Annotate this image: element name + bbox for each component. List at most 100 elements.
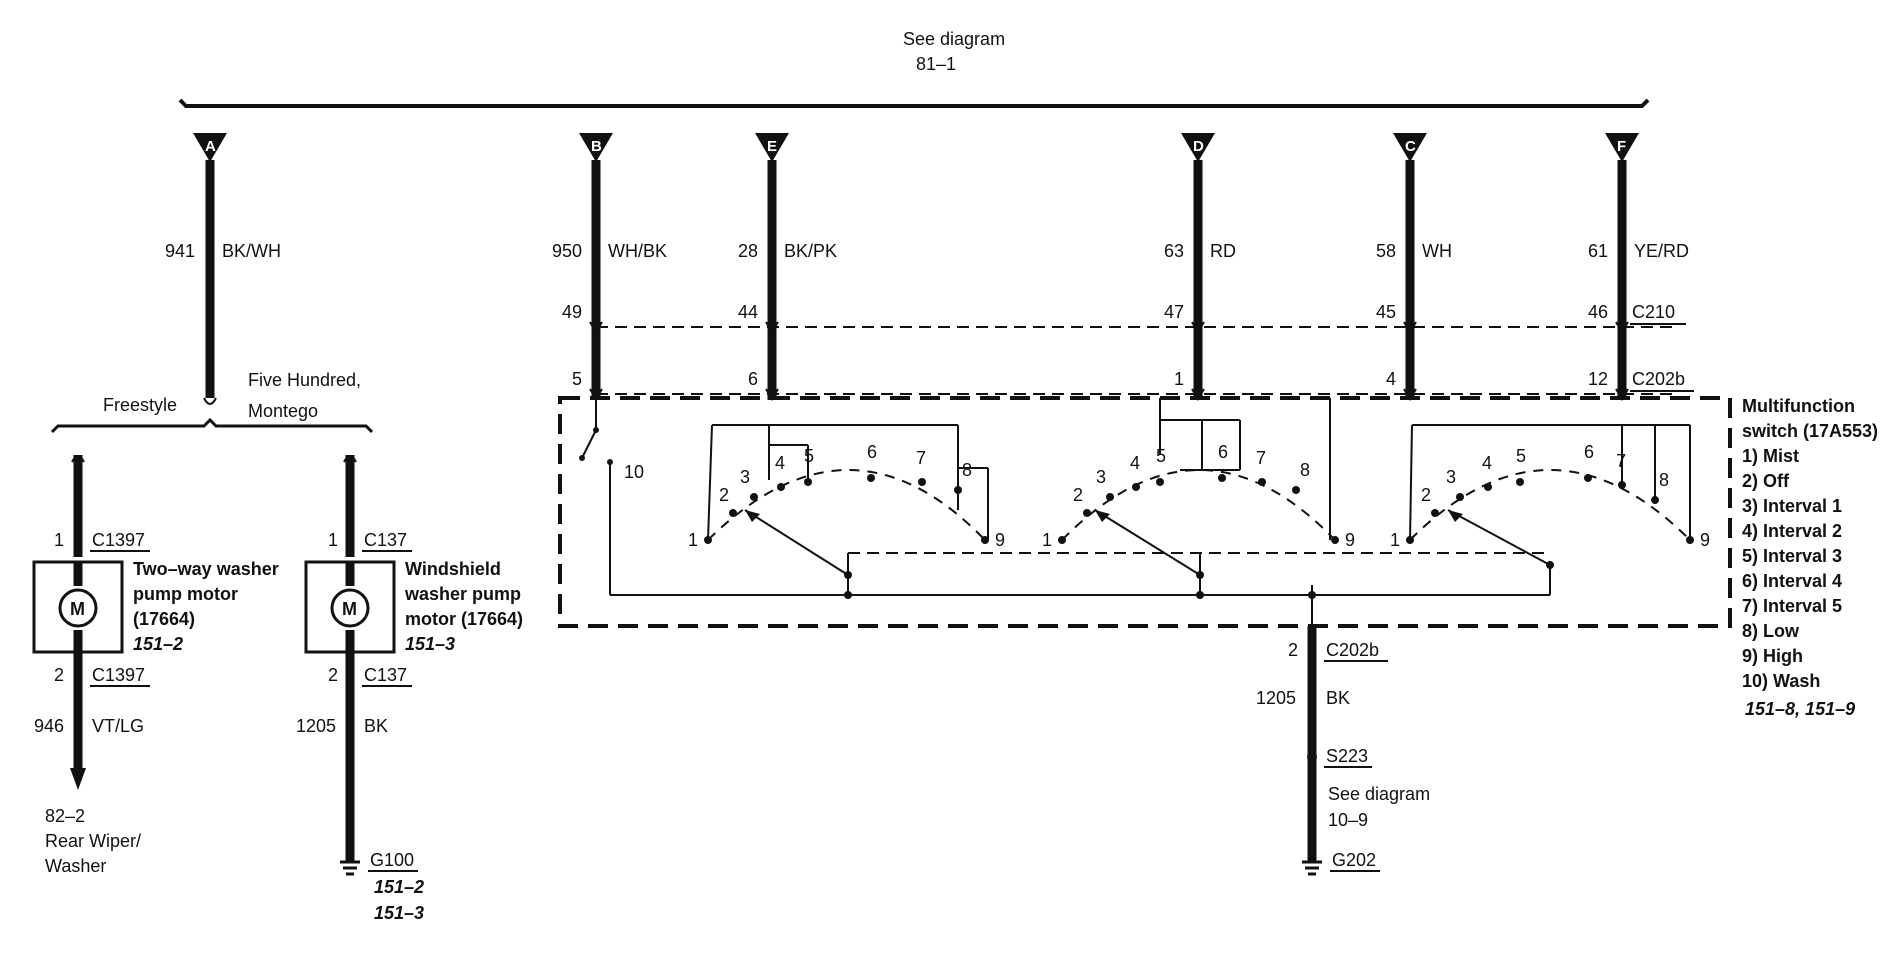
splice-s223-dot	[1307, 752, 1317, 762]
rear-pin-bottom: 2	[54, 665, 64, 685]
split-freestyle: Freestyle	[103, 395, 177, 415]
rear-conn-top: C1397	[92, 530, 145, 550]
g1-contact-8	[954, 486, 962, 494]
g2-pos-5: 5	[1156, 446, 1166, 466]
terminal-a-flag	[193, 133, 227, 162]
ws-pin-top: 1	[328, 530, 338, 550]
g1-pos-3: 3	[740, 467, 750, 487]
wire-950-circuit: 950	[552, 241, 582, 261]
split-montego: Montego	[248, 401, 318, 421]
wire-break	[203, 397, 217, 405]
arc-group-3	[1409, 469, 1691, 541]
g2-blade-arrow	[1095, 510, 1110, 522]
pin-c202b-1: 1	[1174, 369, 1184, 389]
g3-pos-4: 4	[1482, 453, 1492, 473]
gout-circuit: 1205	[1256, 688, 1296, 708]
legend-item-2: 2) Off	[1742, 471, 1790, 491]
terminal-c-flag	[1393, 133, 1427, 162]
g2-pos-2: 2	[1073, 485, 1083, 505]
terminal-f-flag	[1605, 133, 1639, 162]
g2-contact-8	[1292, 486, 1300, 494]
legend-item-1: 1) Mist	[1742, 446, 1799, 466]
gout-pin: 2	[1288, 640, 1298, 660]
pin-c202b-4: 4	[1386, 369, 1396, 389]
ws-motor-ref: 151–3	[405, 634, 455, 654]
pin-c202b-5: 5	[572, 369, 582, 389]
ground-g100-icon	[340, 860, 360, 876]
g2-blade-node	[1196, 571, 1204, 579]
g3-contact-7	[1618, 481, 1626, 489]
legend-item-6: 6) Interval 4	[1742, 571, 1842, 591]
gout-ref2: 10–9	[1328, 810, 1368, 830]
g1-contact-5	[804, 478, 812, 486]
g1-pos-4: 4	[775, 453, 785, 473]
switch-ground-circuit: 2 C202b 1205 BK S223 See diagram 10–9 G2…	[1256, 585, 1430, 876]
gout-conn: C202b	[1326, 640, 1379, 660]
g2-wiper-blade	[1094, 509, 1201, 576]
g1-lead	[707, 424, 713, 541]
c210-mark-c	[1403, 321, 1417, 334]
gout-ground: G202	[1332, 850, 1376, 870]
ws-gref1: 151–2	[374, 877, 424, 897]
terminal-e-flag	[755, 133, 789, 162]
legend-item-4: 4) Interval 2	[1742, 521, 1842, 541]
switch-refs: 151–8, 151–9	[1745, 699, 1855, 719]
legend-item-8: 8) Low	[1742, 621, 1800, 641]
g3-blade-node	[1546, 561, 1554, 569]
wire-58-color: WH	[1422, 241, 1452, 261]
split-five-hundred: Five Hundred,	[248, 370, 361, 390]
g2-contact-7	[1258, 478, 1266, 486]
g2-bus-node	[1196, 591, 1204, 599]
rear-motor-name3: (17664)	[133, 609, 195, 629]
rear-pin-top: 1	[54, 530, 64, 550]
switch-ground-node	[1308, 591, 1316, 599]
g2-contact-3	[1106, 493, 1114, 501]
legend-item-9: 9) High	[1742, 646, 1803, 666]
pin-c210-47: 47	[1164, 302, 1184, 322]
top-ref-line1: See diagram	[903, 29, 1005, 49]
c210-mark-f	[1615, 321, 1629, 334]
ws-motor-name3: motor (17664)	[405, 609, 523, 629]
top-bus	[178, 98, 1650, 108]
g3-contact-3	[1456, 493, 1464, 501]
wire-946-circuit: 946	[34, 716, 64, 736]
pin-c210-44: 44	[738, 302, 758, 322]
g1-contact-3	[750, 493, 758, 501]
g1-pos-9: 9	[995, 530, 1005, 550]
wire-1205-ws-color: BK	[364, 716, 388, 736]
gout-color: BK	[1326, 688, 1350, 708]
wire-941-circuit: 941	[165, 241, 195, 261]
switch-title2: switch (17A553)	[1742, 421, 1878, 441]
windshield-washer-circuit: 1 C137 M Windshield washer pump motor (1…	[296, 455, 523, 923]
split-bus	[50, 417, 374, 434]
ws-motor-symbol	[330, 588, 370, 628]
wire-63-color: RD	[1210, 241, 1236, 261]
g1-contact-4	[777, 483, 785, 491]
gout-splice: S223	[1326, 746, 1368, 766]
g1-pos-1: 1	[688, 530, 698, 550]
g2-contact-4	[1132, 483, 1140, 491]
g2-pos-9: 9	[1345, 530, 1355, 550]
wire-58-circuit: 58	[1376, 241, 1396, 261]
connector-c210: C210	[1632, 302, 1675, 322]
g3-lead	[1409, 424, 1413, 541]
g1-contact-1	[704, 536, 712, 544]
rear-arrow-icon	[70, 768, 86, 790]
g1-wiper-blade	[744, 509, 849, 576]
g3-contact-2	[1431, 509, 1439, 517]
ws-gref2: 151–3	[374, 903, 424, 923]
rear-motor-name1: Two–way washer	[133, 559, 279, 579]
g3-pos-1: 1	[1390, 530, 1400, 550]
wire-28-color: BK/PK	[784, 241, 837, 261]
rear-conn-bottom: C1397	[92, 665, 145, 685]
g2-contact-9	[1331, 536, 1339, 544]
g2-pos-7: 7	[1256, 448, 1266, 468]
legend-item-5: 5) Interval 3	[1742, 546, 1842, 566]
g1-bus-node	[844, 591, 852, 599]
ws-ground: G100	[370, 850, 414, 870]
legend-item-7: 7) Interval 5	[1742, 596, 1842, 616]
c210-mark-e	[765, 321, 779, 334]
g2-pos-8: 8	[1300, 460, 1310, 480]
